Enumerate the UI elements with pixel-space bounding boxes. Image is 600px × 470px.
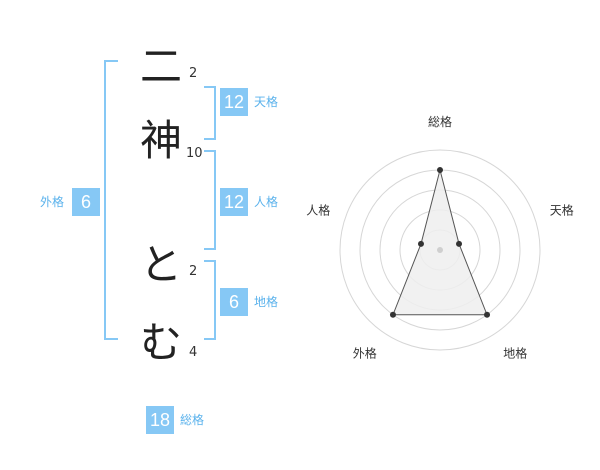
chi-bracket [204, 260, 216, 340]
stroke-count-2: 10 [186, 146, 203, 161]
name-char-3: と [140, 240, 183, 289]
name-char-1: 二 [140, 42, 183, 91]
radar-point [417, 240, 424, 247]
sou-value-badge: 18 [146, 406, 174, 434]
radar-point [484, 311, 491, 318]
radar-axis-label: 外格 [353, 346, 377, 361]
stroke-count-1: 2 [189, 66, 198, 81]
radar-point [456, 240, 463, 247]
stroke-count-4: 4 [189, 345, 198, 360]
radar-polygon [392, 169, 488, 316]
name-char-2: 神 [140, 116, 183, 165]
name-char-4: む [140, 318, 183, 367]
sou-label: 総格 [180, 413, 205, 427]
ten-label: 天格 [254, 95, 279, 109]
radar-axis-label: 総格 [428, 114, 452, 129]
radar-axis-label: 地格 [503, 346, 527, 361]
radar-center [437, 247, 443, 253]
outer-bracket [104, 60, 118, 340]
radar-ring [339, 149, 541, 351]
ten-value-badge: 12 [220, 88, 248, 116]
radar-axis-label: 天格 [550, 202, 574, 217]
radar-point [389, 311, 396, 318]
chi-label: 地格 [254, 295, 279, 309]
gai-value-badge: 6 [72, 188, 100, 216]
jin-value-badge: 12 [220, 188, 248, 216]
gai-label: 外格 [40, 195, 65, 209]
radar-point [437, 167, 443, 173]
ten-bracket [204, 86, 216, 140]
jin-bracket [204, 150, 216, 250]
jin-label: 人格 [254, 195, 279, 209]
radar-axis-label: 人格 [306, 202, 330, 217]
chi-value-badge: 6 [220, 288, 248, 316]
stroke-count-3: 2 [189, 264, 198, 279]
